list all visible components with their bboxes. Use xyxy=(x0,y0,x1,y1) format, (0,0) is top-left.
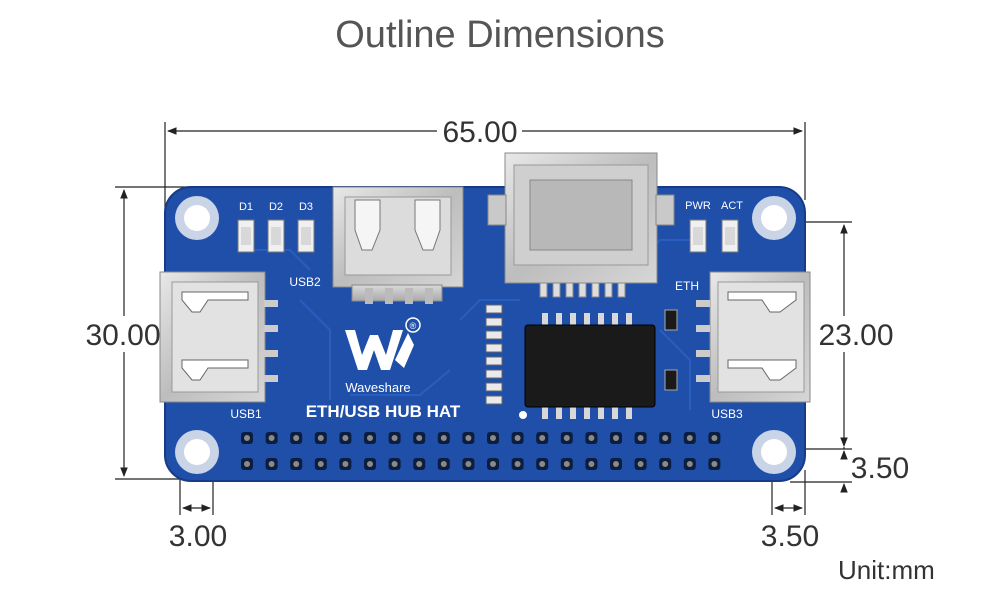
gpio-pin-hole xyxy=(391,461,398,467)
gpio-pin-hole xyxy=(563,461,570,467)
gpio-pin-hole xyxy=(662,435,669,441)
gpio-pin-hole xyxy=(613,461,619,467)
gpio-pin-hole xyxy=(342,435,349,441)
gpio-pin-hole xyxy=(465,435,472,441)
gpio-pin-hole xyxy=(293,461,300,467)
gpio-pin-hole xyxy=(588,461,595,467)
waveshare-logo xyxy=(345,317,421,370)
gpio-pin-hole xyxy=(490,461,496,467)
led-label-d3: D3 xyxy=(299,201,313,213)
led-label-d2: D2 xyxy=(269,201,283,213)
gpio-pin-hole xyxy=(686,461,693,467)
mounting-hole-bottom-right xyxy=(752,430,796,474)
gpio-pin-hole xyxy=(539,461,546,467)
gpio-pin-hole xyxy=(514,461,521,467)
gpio-pin-hole xyxy=(440,461,447,467)
gpio-pin-hole xyxy=(440,435,447,441)
gpio-pin-hole xyxy=(490,435,496,441)
resistor-column xyxy=(485,304,503,405)
gpio-pin-hole xyxy=(244,435,250,441)
gpio-pin-hole xyxy=(465,461,472,467)
mounting-hole-bottom-left xyxy=(175,430,219,474)
width-dimension-label: 65.00 xyxy=(442,116,517,149)
gpio-pin-hole xyxy=(244,461,250,467)
usb2-port xyxy=(332,186,464,304)
diagram-title: Outline Dimensions xyxy=(335,14,665,56)
gpio-pin-hole xyxy=(342,461,349,467)
gpio-pin-hole xyxy=(416,461,423,467)
gpio-pin-hole xyxy=(367,435,373,441)
port-label-usb3: USB3 xyxy=(711,407,743,421)
led-label-pwr: PWR xyxy=(685,200,711,212)
led-group xyxy=(237,219,315,253)
mounting-hole-top-right xyxy=(752,196,796,240)
gpio-pin-hole xyxy=(613,435,619,441)
capacitor xyxy=(664,369,678,391)
gpio-pin-hole xyxy=(637,461,644,467)
led-label-act: ACT xyxy=(721,200,743,212)
gpio-pin-hole xyxy=(268,461,275,467)
gpio-pin-hole xyxy=(563,435,570,441)
gpio-pin-hole xyxy=(317,435,324,441)
port-label-usb2: USB2 xyxy=(289,275,321,289)
fiducial xyxy=(519,411,527,419)
gpio-pin-hole xyxy=(514,435,521,441)
usb3-port xyxy=(696,271,811,403)
led-label-d1: D1 xyxy=(239,201,253,213)
gpio-pin-hole xyxy=(588,435,595,441)
gpio-pin-hole xyxy=(686,435,693,441)
mounting-hole-top-left xyxy=(175,196,219,240)
gpio-pin-hole xyxy=(637,435,644,441)
gpio-header xyxy=(241,432,721,470)
hub-chip xyxy=(524,313,656,419)
hole-spacing-label: 23.00 xyxy=(818,319,893,352)
port-label-usb1: USB1 xyxy=(230,407,262,421)
brand-label: Waveshare xyxy=(345,380,410,395)
gpio-pin-hole xyxy=(662,461,669,467)
ethernet-port xyxy=(487,152,675,298)
gpio-pin-hole xyxy=(293,435,300,441)
pcb-board: D1 D2 D3 PWR ACT USB2 xyxy=(159,152,811,482)
gpio-pin-hole xyxy=(416,435,423,441)
gpio-pin-hole xyxy=(268,435,275,441)
right-offset-label: 3.50 xyxy=(761,520,819,553)
registered-mark: ® xyxy=(410,321,417,331)
gpio-pin-hole xyxy=(391,435,398,441)
bottom-offset-label: 3.50 xyxy=(851,452,909,485)
gpio-pin-hole xyxy=(711,435,718,441)
usb1-port xyxy=(159,271,278,403)
port-label-eth: ETH xyxy=(675,279,699,293)
product-name-label: ETH/USB HUB HAT xyxy=(306,402,461,421)
gpio-pin-hole xyxy=(711,461,718,467)
gpio-pin-hole xyxy=(539,435,546,441)
left-offset-label: 3.00 xyxy=(169,520,227,553)
gpio-pin-hole xyxy=(317,461,324,467)
height-dimension-label: 30.00 xyxy=(85,319,160,352)
status-led-group xyxy=(689,219,739,253)
capacitor xyxy=(664,309,678,331)
unit-label: Unit:mm xyxy=(838,555,935,585)
gpio-pin-hole xyxy=(367,461,373,467)
